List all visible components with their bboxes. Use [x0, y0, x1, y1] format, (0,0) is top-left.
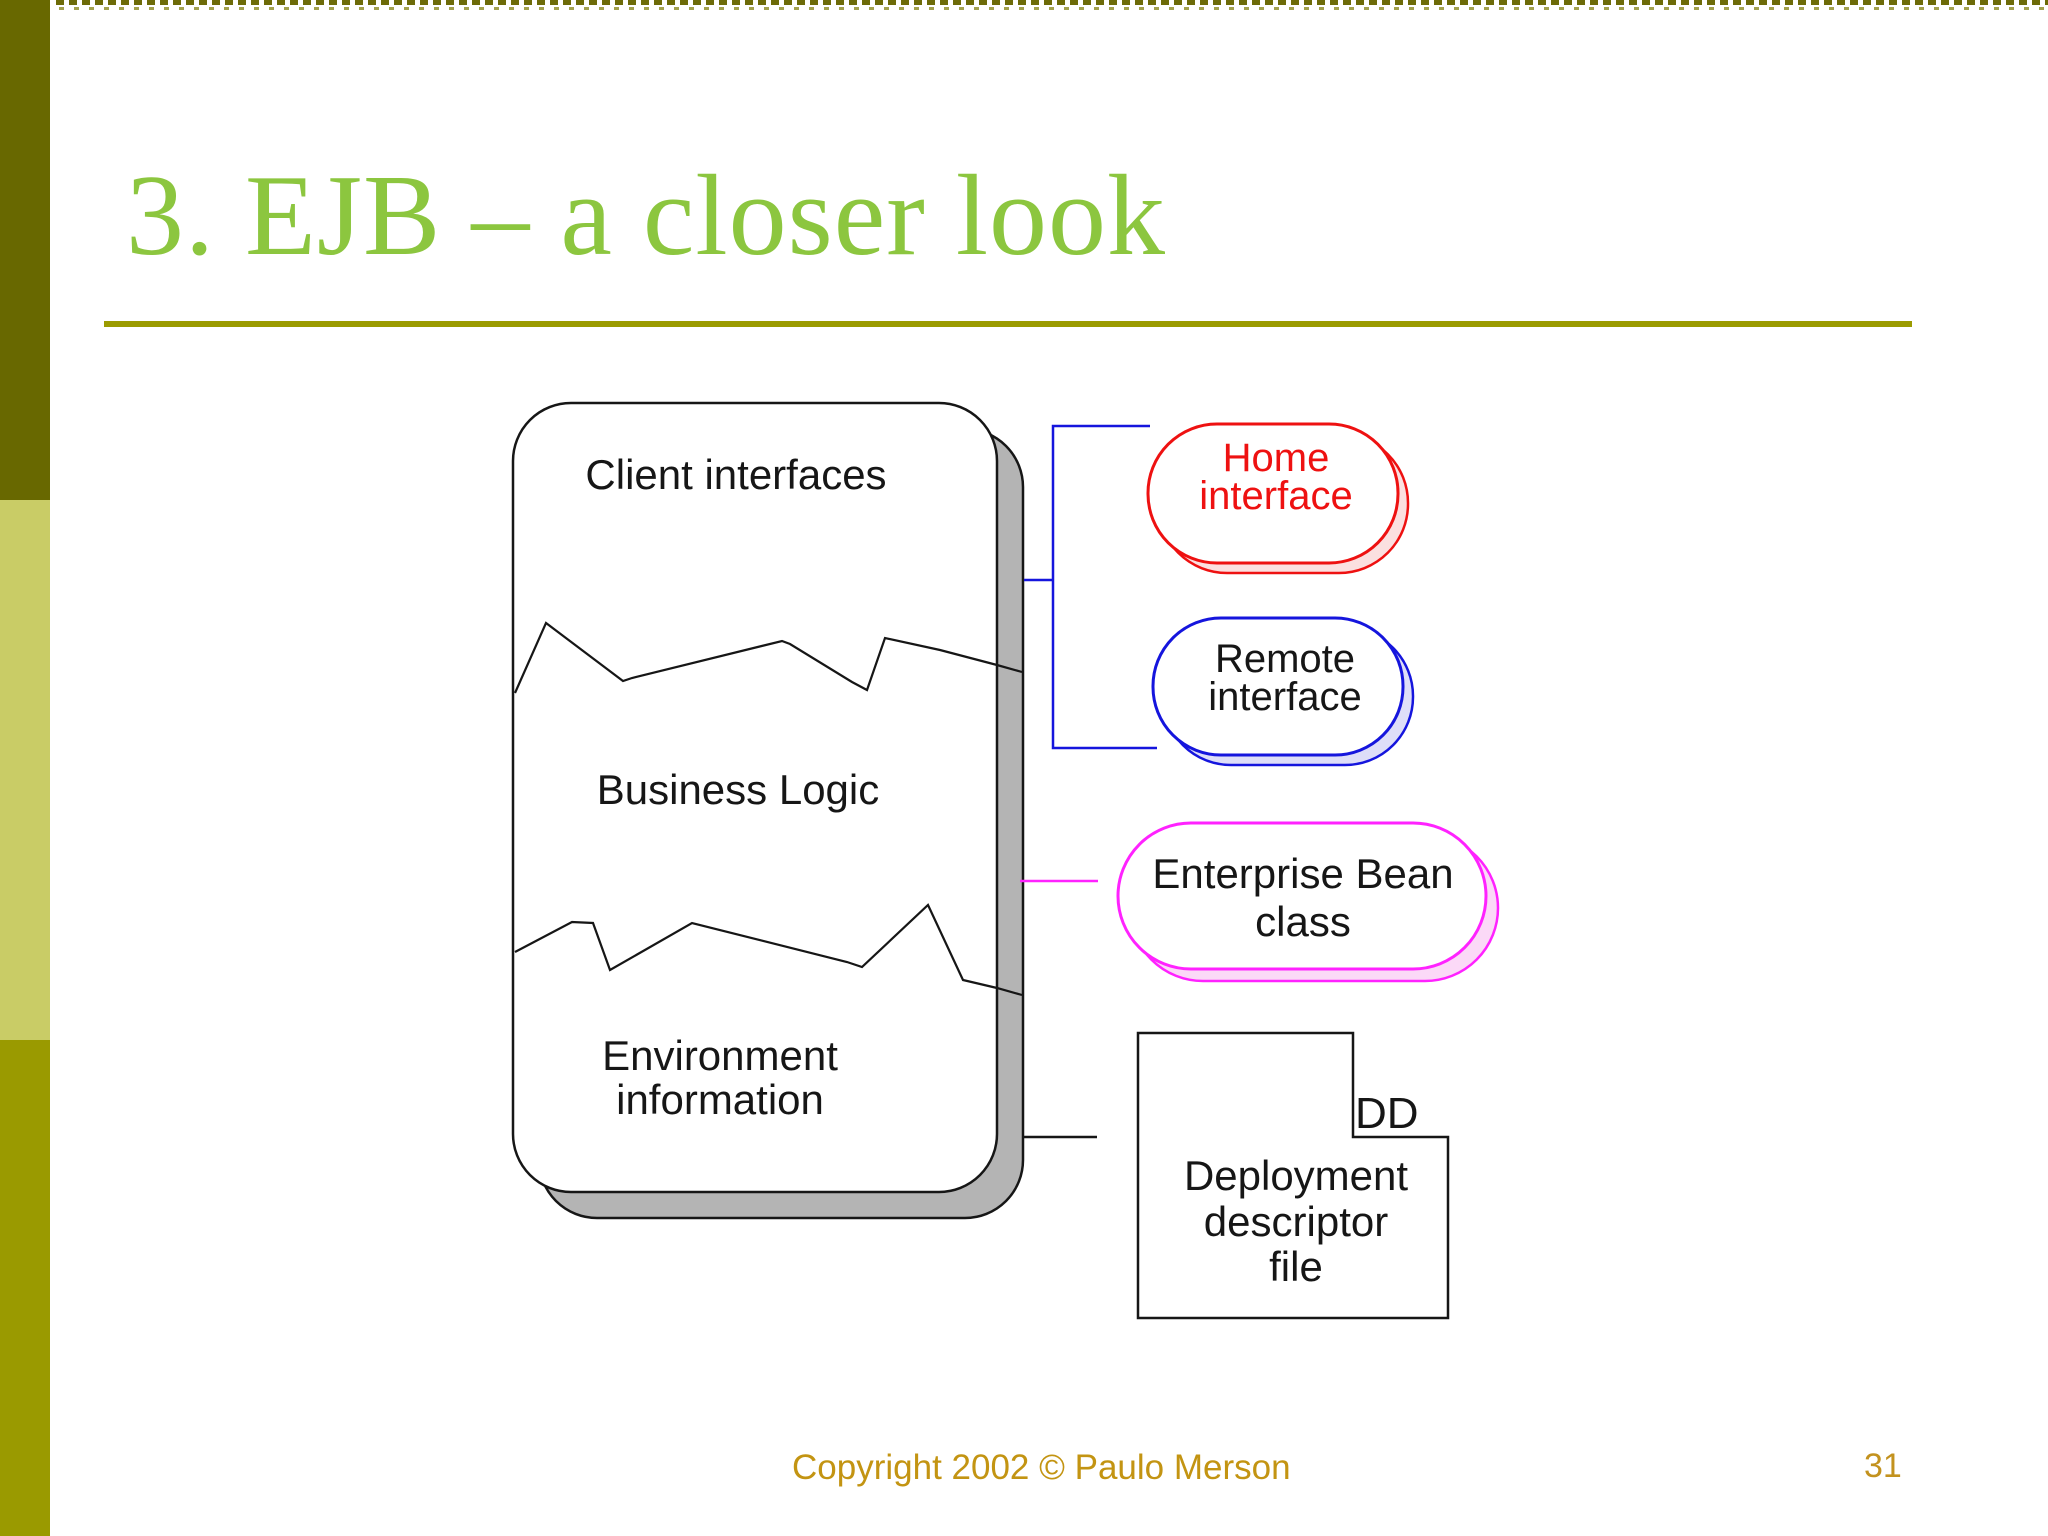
title-underline — [104, 321, 1912, 327]
footer-copyright: Copyright 2002 © Paulo Merson — [792, 1448, 1291, 1487]
label-dd-line3: file — [1269, 1243, 1323, 1290]
label-business-logic: Business Logic — [597, 766, 880, 813]
sidebar-segment-medium — [0, 1040, 50, 1536]
bracket-interfaces — [1051, 424, 1157, 750]
label-bean-class-line1: Enterprise Bean — [1152, 850, 1453, 897]
zigzag-divider-2 — [514, 903, 1023, 997]
label-bean-class-line2: class — [1255, 898, 1351, 945]
label-client-interfaces: Client interfaces — [585, 451, 886, 498]
label-dd-tag: DD — [1355, 1089, 1419, 1138]
slide-title: 3. EJB – a closer look — [126, 152, 1167, 280]
label-remote-line1: Remote — [1215, 637, 1355, 681]
top-dashed-border — [56, 0, 2048, 11]
dd-folder-shape — [1136, 1031, 1450, 1320]
label-environment-line1: Environment — [602, 1032, 838, 1079]
label-dd-line1: Deployment — [1184, 1152, 1408, 1199]
sidebar-segment-dark — [0, 0, 50, 500]
label-remote-line2: interface — [1208, 675, 1361, 719]
remote-stadium — [1151, 616, 1405, 757]
zigzag-divider-1 — [513, 621, 1023, 694]
label-home-line1: Home — [1223, 436, 1330, 480]
label-environment-line2: information — [616, 1076, 824, 1123]
home-stadium — [1146, 422, 1400, 565]
bean-class-stadium — [1116, 821, 1488, 971]
left-accent-sidebar — [0, 0, 50, 1536]
sidebar-segment-light — [0, 500, 50, 1040]
page-number: 31 — [1864, 1447, 1902, 1485]
label-home-line2: interface — [1199, 474, 1352, 518]
label-dd-line2: descriptor — [1204, 1198, 1388, 1245]
bean-box — [511, 401, 999, 1194]
